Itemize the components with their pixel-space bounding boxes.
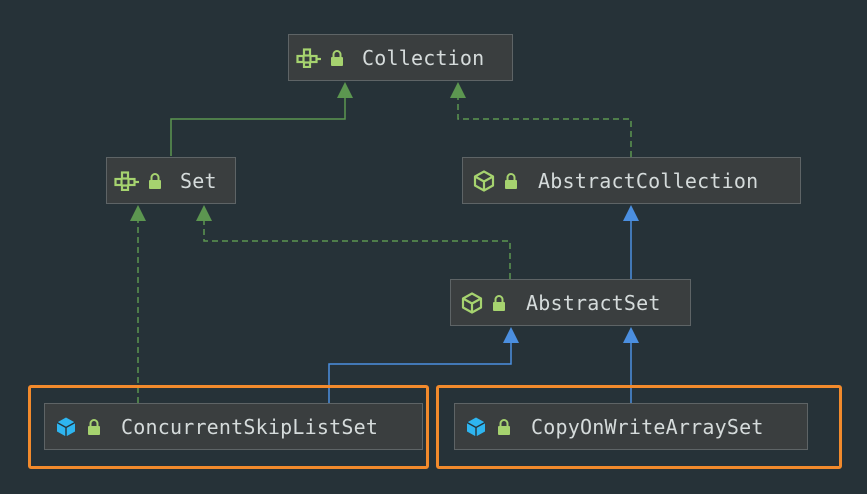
node-label: CopyOnWriteArraySet bbox=[531, 414, 764, 439]
node-collection[interactable]: Collection bbox=[288, 34, 513, 81]
lock-icon bbox=[497, 418, 511, 436]
lock-icon bbox=[330, 49, 344, 67]
edge-abstractset-to-set bbox=[196, 205, 511, 279]
edge-abstractset-to-abstractcollection bbox=[623, 205, 639, 279]
edge-concurrentskiplistset-to-set bbox=[130, 205, 146, 403]
abstract-class-icon bbox=[461, 291, 483, 314]
interface-icon bbox=[114, 170, 140, 191]
edge-concurrentskiplistset-to-abstractset bbox=[328, 327, 519, 403]
node-set[interactable]: Set bbox=[106, 157, 236, 204]
edge-set-to-collection bbox=[170, 82, 353, 156]
node-abstract-collection[interactable]: AbstractCollection bbox=[462, 157, 801, 204]
node-abstract-set[interactable]: AbstractSet bbox=[450, 279, 691, 326]
node-label: AbstractCollection bbox=[538, 168, 759, 193]
node-concurrent-skip-list-set[interactable]: ConcurrentSkipListSet bbox=[44, 403, 423, 450]
node-label: AbstractSet bbox=[526, 290, 661, 315]
node-label: Set bbox=[180, 168, 217, 193]
lock-icon bbox=[87, 418, 101, 436]
highlight-frame-concurrent-skip-list-set bbox=[28, 385, 429, 469]
final-class-icon bbox=[55, 416, 77, 438]
lock-icon bbox=[492, 294, 506, 312]
abstract-class-icon bbox=[473, 169, 495, 192]
node-label: Collection bbox=[362, 45, 485, 70]
node-label: ConcurrentSkipListSet bbox=[121, 414, 379, 439]
interface-icon bbox=[296, 47, 322, 68]
edge-copyonwritearrayset-to-abstractset bbox=[623, 327, 639, 403]
edge-abstractcollection-to-collection bbox=[450, 82, 632, 157]
lock-icon bbox=[504, 172, 518, 190]
final-class-icon bbox=[465, 416, 487, 438]
node-copy-on-write-array-set[interactable]: CopyOnWriteArraySet bbox=[454, 403, 808, 450]
highlight-frame-copy-on-write-array-set bbox=[436, 385, 842, 469]
lock-icon bbox=[148, 172, 162, 190]
